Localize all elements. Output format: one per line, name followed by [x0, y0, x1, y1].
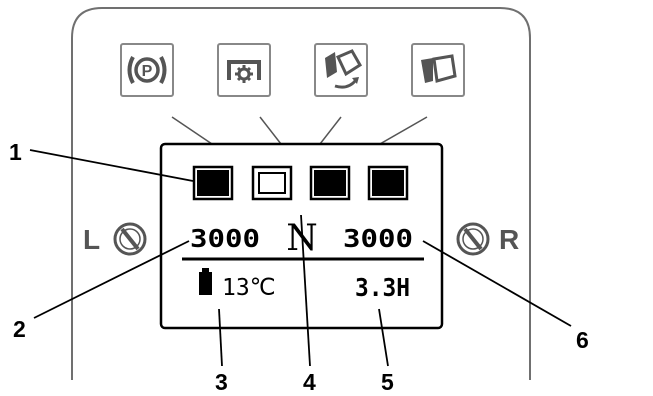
- button-deck-raise[interactable]: [314, 43, 368, 97]
- button-mower-deck[interactable]: [411, 43, 465, 97]
- panel-housing: [71, 7, 531, 380]
- button-pto-settings[interactable]: [217, 43, 271, 97]
- right-rpm-readout: 3000: [343, 224, 413, 253]
- temperature-readout: 13℃: [222, 275, 276, 301]
- right-side-label: R: [499, 224, 519, 255]
- callout-5: 5: [381, 369, 394, 395]
- button-parking-brake[interactable]: P: [120, 43, 174, 97]
- left-side-label: L: [83, 224, 100, 255]
- left-speed-icon: [113, 222, 147, 256]
- button-connector-lines: [171, 116, 428, 145]
- callout-3: 3: [215, 369, 228, 395]
- indicator-2: [251, 165, 293, 201]
- callout-4: 4: [303, 369, 316, 395]
- mower-deck-icon: [421, 54, 457, 83]
- indicator-4: [367, 165, 409, 201]
- svg-text:P: P: [142, 63, 153, 80]
- battery-icon: [199, 268, 212, 295]
- parking-brake-icon: P: [127, 56, 167, 84]
- mower-deck-raise-icon: [325, 49, 363, 89]
- callout-2: 2: [13, 316, 26, 342]
- callout-1: 1: [9, 139, 22, 165]
- right-speed-icon: [456, 222, 490, 256]
- indicator-1: [192, 165, 234, 201]
- left-rpm-readout: 3000: [190, 224, 260, 253]
- callout-leader-lines: [29, 149, 572, 367]
- pto-settings-icon: [227, 60, 261, 83]
- indicator-3: [309, 165, 351, 201]
- callout-6: 6: [576, 327, 589, 353]
- hours-readout: 3.3H: [355, 273, 410, 302]
